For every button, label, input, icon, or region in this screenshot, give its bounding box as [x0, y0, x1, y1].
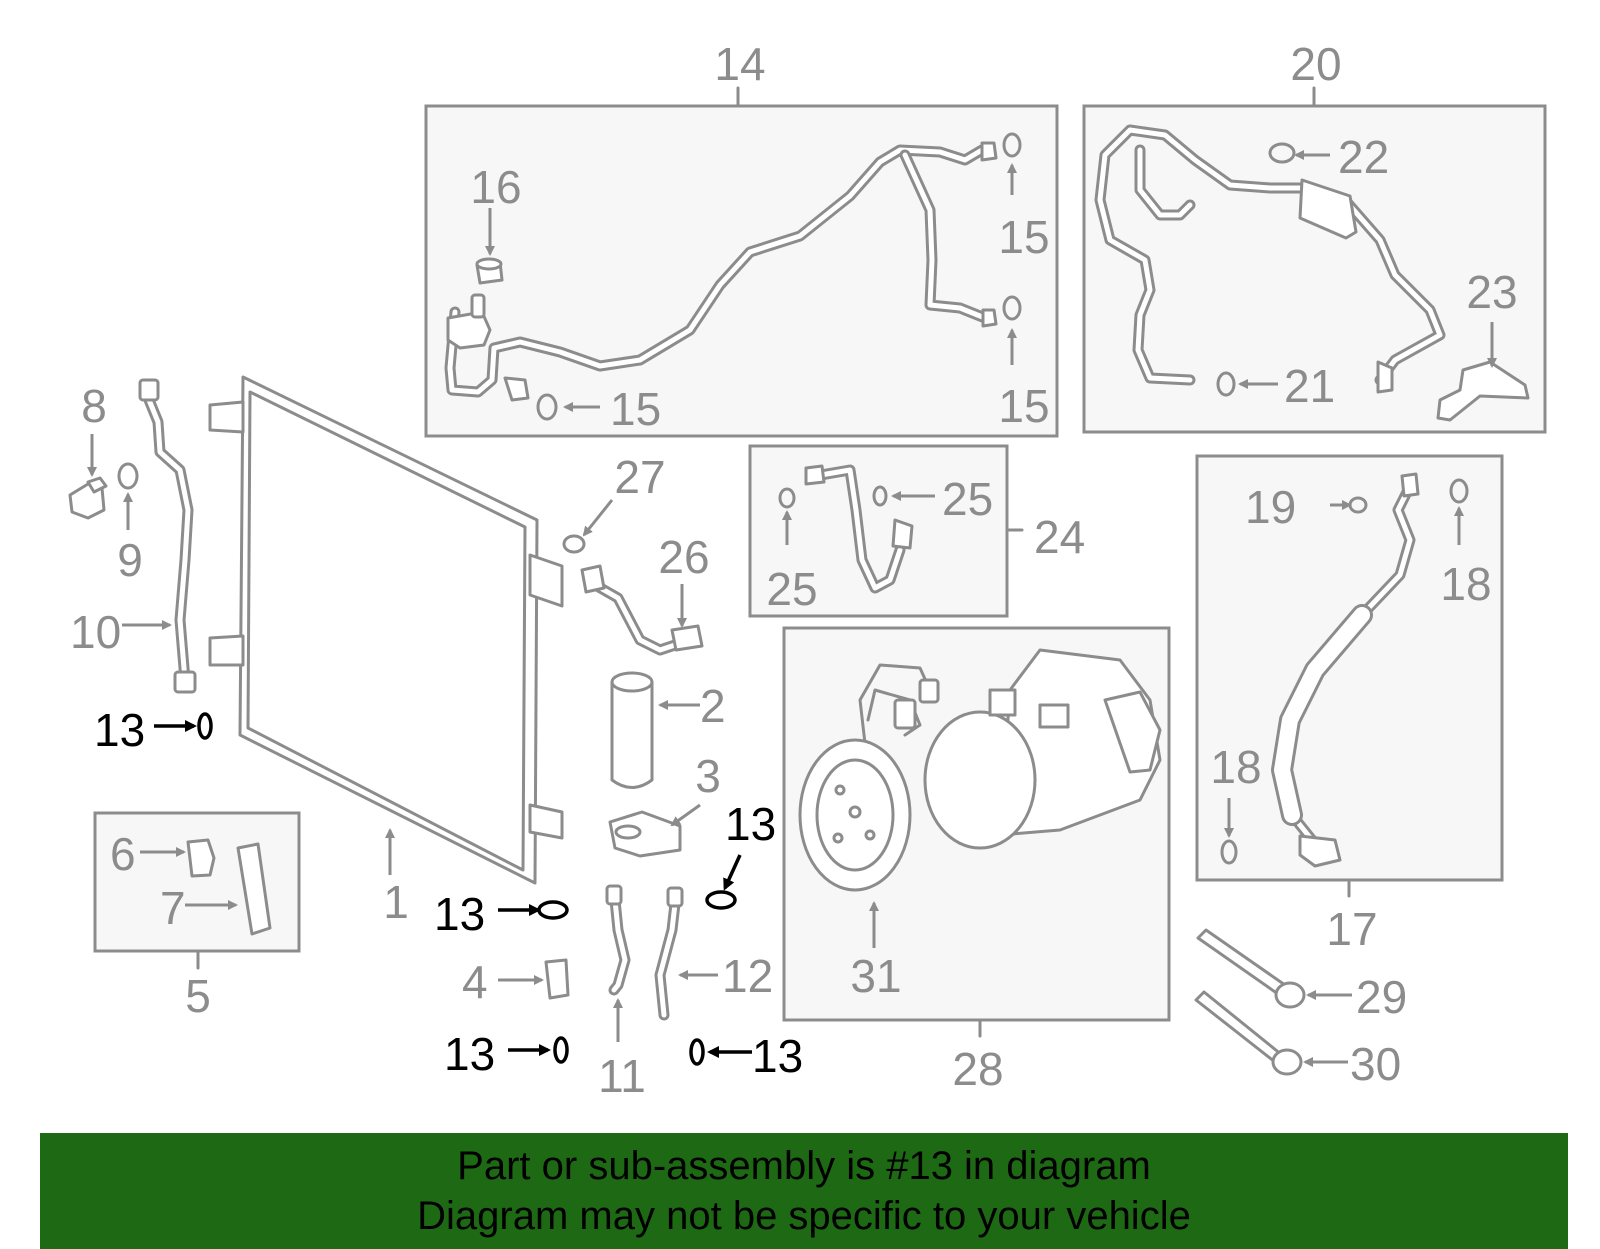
group-box-17: [1195, 454, 1504, 898]
oring-13-a: [197, 712, 213, 740]
oring-13-b: [537, 900, 569, 920]
callout-16: 16: [470, 161, 521, 213]
oring-13-d: [553, 1036, 569, 1064]
callout-20: 20: [1290, 38, 1341, 90]
callout-15-mid: 15: [998, 380, 1049, 432]
group-box-5: [93, 811, 301, 970]
bolts: [1194, 928, 1352, 1076]
group-box-24: [748, 444, 1024, 618]
callout-18-bottom: 18: [1210, 741, 1261, 793]
oring-13-c: [705, 890, 737, 910]
callout-4: 4: [462, 956, 488, 1008]
callout-24: 24: [1034, 511, 1085, 563]
info-banner: Part or sub-assembly is #13 in diagram D…: [40, 1133, 1568, 1249]
group-box-20: [1082, 86, 1547, 434]
callout-26: 26: [658, 531, 709, 583]
banner-line-1: Part or sub-assembly is #13 in diagram: [457, 1144, 1151, 1188]
receiver-drier: [498, 671, 701, 1000]
oring-13-e: [689, 1038, 705, 1066]
callout-5: 5: [185, 970, 211, 1022]
callout-14: 14: [714, 38, 765, 90]
callout-21: 21: [1284, 360, 1335, 412]
callout-25-left: 25: [766, 563, 817, 615]
ac-parts-diagram: 14 20 16 15 15 15 22 23 21 8 9 10 27 26 …: [68, 38, 1547, 1102]
callout-13-d: 13: [444, 1028, 495, 1080]
callout-31: 31: [850, 950, 901, 1002]
callout-29: 29: [1356, 971, 1407, 1023]
pressure-switch-and-line: [68, 378, 197, 694]
callout-3: 3: [695, 750, 721, 802]
callout-9: 9: [117, 534, 143, 586]
callout-19: 19: [1245, 481, 1296, 533]
group-box-14: [424, 86, 1059, 438]
condenser: [208, 375, 564, 885]
callout-28: 28: [952, 1043, 1003, 1095]
callout-25-right: 25: [942, 473, 993, 525]
highlight-part-13: [154, 712, 752, 1066]
callout-15-bottom: 15: [610, 383, 661, 435]
callout-7: 7: [160, 882, 186, 934]
callout-labels: 14 20 16 15 15 15 22 23 21 8 9 10 27 26 …: [70, 38, 1518, 1102]
callout-13-e: 13: [752, 1030, 803, 1082]
group-box-28: [782, 626, 1171, 1038]
callout-6: 6: [110, 828, 136, 880]
oring-15-top: [1002, 132, 1022, 158]
callout-13-b: 13: [434, 888, 485, 940]
callout-10: 10: [70, 606, 121, 658]
oring-15-bottom: [536, 393, 558, 421]
callout-13-c: 13: [725, 798, 776, 850]
callout-12: 12: [722, 950, 773, 1002]
callout-17: 17: [1326, 903, 1377, 955]
callout-11: 11: [598, 1050, 646, 1102]
callout-18-top: 18: [1440, 558, 1491, 610]
callout-23: 23: [1466, 266, 1517, 318]
oring-15-mid: [1002, 295, 1022, 321]
callout-27: 27: [614, 451, 665, 503]
banner-line-2: Diagram may not be specific to your vehi…: [417, 1194, 1191, 1238]
callout-2: 2: [700, 680, 726, 732]
callout-1: 1: [383, 876, 409, 928]
callout-15-top: 15: [998, 211, 1049, 263]
callout-22: 22: [1338, 131, 1389, 183]
callout-30: 30: [1350, 1038, 1401, 1090]
callout-13-a: 13: [94, 704, 145, 756]
small-pipes: [562, 499, 718, 1042]
callout-8: 8: [81, 380, 107, 432]
